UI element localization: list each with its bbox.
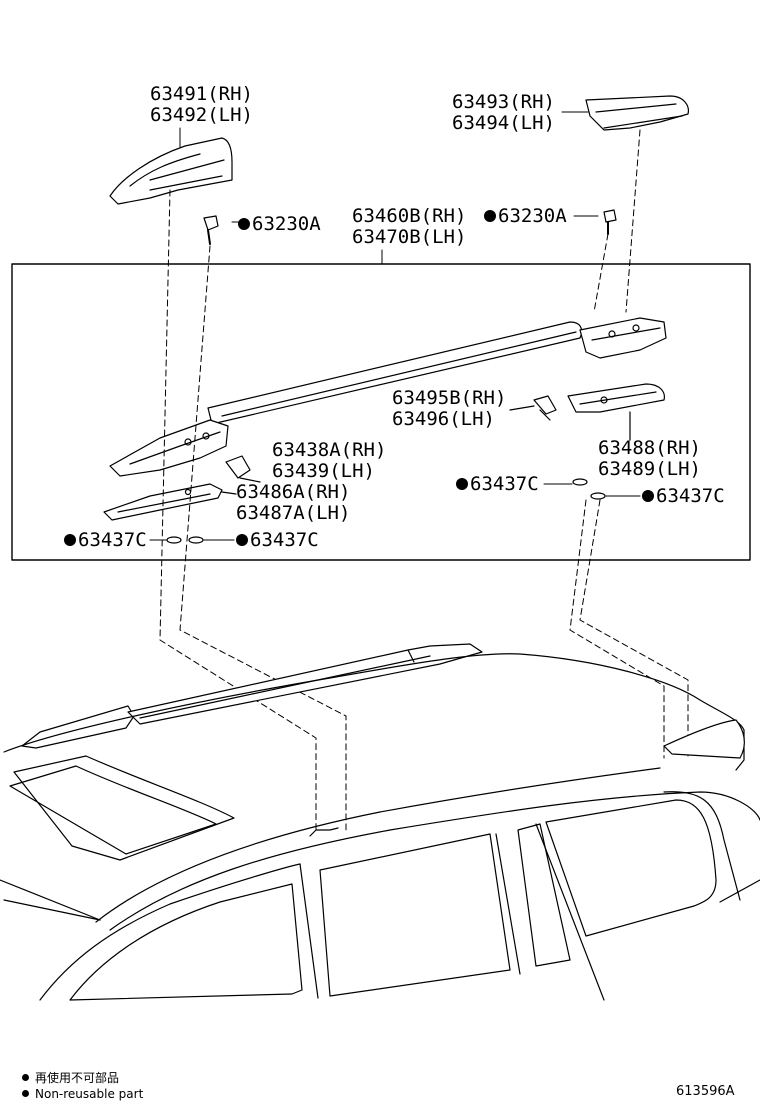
label-base-left: 63486A(RH) 63487A(LH)	[236, 482, 350, 524]
label-line: 63437C	[656, 485, 725, 507]
label-roof-rail: 63460B(RH) 63470B(LH)	[352, 206, 466, 248]
non-reusable-dot-icon	[456, 478, 468, 490]
leader-lines	[150, 112, 640, 540]
label-washer-left-2: 63437C	[236, 530, 319, 551]
label-line: 63493(RH)	[452, 91, 555, 113]
base-left-part	[104, 484, 236, 520]
label-rear-rail-cover: 63493(RH) 63494(LH)	[452, 92, 555, 134]
front-rail-cover-part	[110, 138, 232, 204]
label-line: 63438A(RH)	[272, 439, 387, 461]
non-reusable-dot-icon	[484, 210, 496, 222]
non-reusable-dot-icon	[22, 1074, 29, 1081]
label-line: 63486A(RH)	[236, 481, 351, 503]
non-reusable-dot-icon	[238, 218, 250, 230]
legend-text-en: Non-reusable part	[35, 1087, 144, 1101]
label-line: 63491(RH)	[150, 83, 253, 105]
label-line: 63470B(LH)	[352, 226, 467, 248]
label-bolt-left: 63230A	[238, 214, 321, 235]
label-line: 63487A(LH)	[236, 502, 351, 524]
bolt-right-icon	[604, 210, 616, 234]
assembly-box	[12, 264, 750, 560]
label-line: 63437C	[250, 529, 319, 551]
label-washer-left-1: 63437C	[64, 530, 147, 551]
washer-icons	[167, 479, 605, 543]
label-line: 63494(LH)	[452, 112, 555, 134]
legend: 再使用不可部品 Non-reusable part	[22, 1070, 143, 1102]
label-line: 63495B(RH)	[392, 387, 507, 409]
label-front-rail-cover: 63491(RH) 63492(LH)	[150, 84, 253, 126]
label-washer-mid-right: 63437C	[456, 474, 539, 495]
label-line: 63489(LH)	[598, 458, 701, 480]
label-bracket-63495: 63495B(RH) 63496(LH)	[392, 388, 506, 430]
label-line: 63496(LH)	[392, 408, 495, 430]
non-reusable-dot-icon	[22, 1090, 29, 1097]
figure-code: 613596A	[676, 1084, 735, 1099]
label-base-right: 63488(RH) 63489(LH)	[598, 438, 701, 480]
label-line: 63230A	[498, 205, 567, 227]
non-reusable-dot-icon	[64, 534, 76, 546]
label-washer-far-right: 63437C	[642, 486, 725, 507]
bracket-part-63495	[510, 396, 556, 420]
label-line: 63488(RH)	[598, 437, 701, 459]
bracket-part-63438	[226, 456, 260, 482]
legend-item: Non-reusable part	[22, 1086, 143, 1102]
non-reusable-dot-icon	[236, 534, 248, 546]
label-line: 63437C	[470, 473, 539, 495]
label-line: 63492(LH)	[150, 104, 253, 126]
label-line: 63230A	[252, 213, 321, 235]
label-bolt-right: 63230A	[484, 206, 567, 227]
label-line: 63437C	[78, 529, 147, 551]
legend-item: 再使用不可部品	[22, 1070, 143, 1086]
legend-text-jp: 再使用不可部品	[35, 1071, 120, 1085]
vehicle-body	[0, 644, 760, 1000]
roof-rail-part	[110, 318, 666, 476]
non-reusable-dot-icon	[642, 490, 654, 502]
label-line: 63439(LH)	[272, 460, 375, 482]
label-line: 63460B(RH)	[352, 205, 467, 227]
bolt-left-icon	[204, 216, 218, 244]
rear-rail-cover-part	[586, 96, 688, 130]
label-bracket-63438: 63438A(RH) 63439(LH)	[272, 440, 386, 482]
base-right-part	[568, 384, 664, 440]
